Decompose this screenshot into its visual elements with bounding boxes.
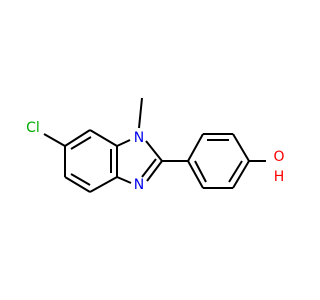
bond-c5-c4-double <box>70 173 91 186</box>
bond-c2-n3-double <box>141 158 157 178</box>
molecule-diagram: Cl N N O H <box>26 97 285 193</box>
bond-p4-p5-double <box>228 160 243 183</box>
bond-c2-n3 <box>146 160 163 182</box>
bond-p6-p1 <box>187 160 204 189</box>
bond-c6-c7 <box>64 129 91 147</box>
nitrogen-n3-atom-label: N <box>134 177 144 193</box>
bond-p3-p4 <box>232 133 250 162</box>
nitrogen-n1-atom-label: N <box>134 130 144 146</box>
bond-c5-c4 <box>64 176 91 193</box>
chlorine-atom-label: Cl <box>26 120 40 136</box>
benzene-ring-fused <box>64 129 118 193</box>
bond-n1-methyl <box>138 97 143 129</box>
bond-c7a-c7 <box>89 129 118 147</box>
bond-p4-p5 <box>232 160 250 189</box>
bond-c6-cl <box>43 133 66 147</box>
bond-p6-p1-double <box>194 160 207 183</box>
hydroxyl-hydrogen-label: H <box>274 169 285 185</box>
bond-p1-p2 <box>187 133 204 162</box>
bond-n3-c3a <box>116 176 132 184</box>
bond-c4-c3a <box>89 176 118 193</box>
oxygen-atom-label: O <box>273 149 284 165</box>
imidazole-ring <box>116 139 163 184</box>
phenol-ring <box>187 133 250 189</box>
bond-c7a-n1 <box>116 139 131 147</box>
bond-n1-c2 <box>145 140 163 162</box>
bond-c6-c7-double <box>70 136 92 150</box>
